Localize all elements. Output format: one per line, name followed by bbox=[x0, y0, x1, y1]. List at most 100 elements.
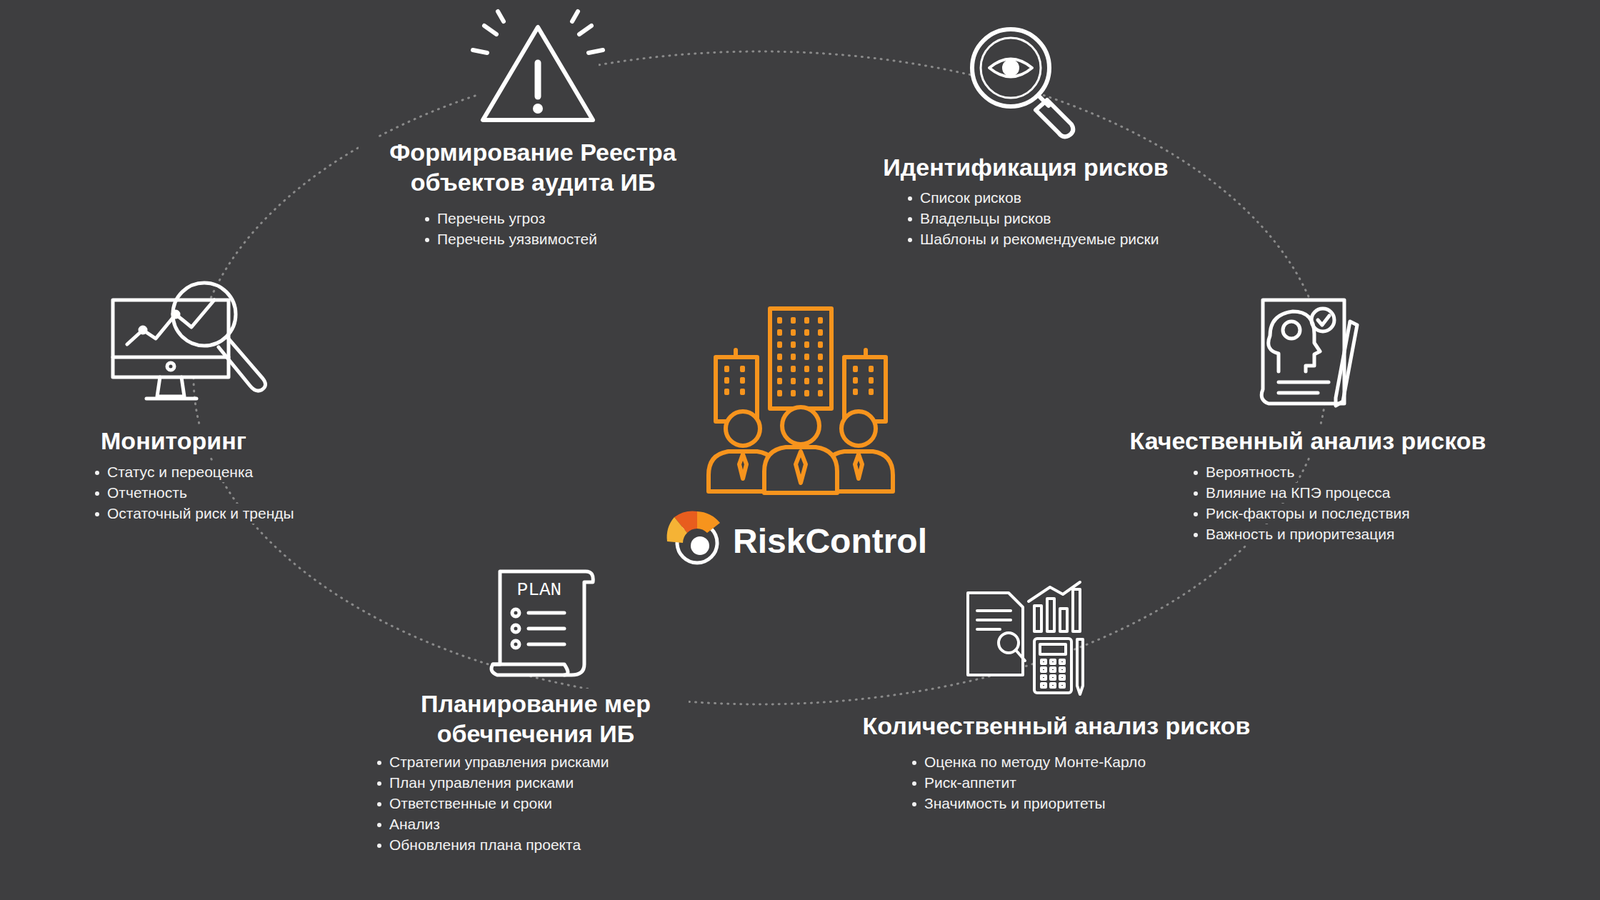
stage-heading: Мониторинг bbox=[97, 425, 250, 456]
calculator-key bbox=[1060, 675, 1065, 680]
stage-block: Качественный анализ рисковВероятностьВли… bbox=[1127, 425, 1490, 545]
warning-icon bbox=[472, 11, 603, 128]
bullet-dot bbox=[907, 237, 913, 243]
window bbox=[804, 365, 810, 373]
window bbox=[804, 353, 810, 360]
stage-heading: Качественный анализ рисков bbox=[1127, 425, 1490, 456]
bullet-dot bbox=[1193, 532, 1198, 538]
logo-mark bbox=[667, 511, 720, 563]
bullet-item: Важность и приоритезация bbox=[1190, 524, 1398, 545]
bullet-item: Перечень уязвимостей bbox=[421, 229, 600, 250]
window bbox=[777, 341, 783, 348]
window bbox=[852, 377, 858, 384]
analysis-document-icon bbox=[1261, 300, 1358, 406]
window bbox=[777, 390, 783, 397]
bullet-dot bbox=[425, 237, 430, 243]
window bbox=[852, 388, 858, 395]
company-icon bbox=[708, 308, 893, 493]
window bbox=[868, 388, 874, 395]
bullet-item: Вероятность bbox=[1190, 462, 1298, 483]
plan-scroll-icon bbox=[491, 571, 593, 675]
calculator-key bbox=[1060, 683, 1065, 688]
bullet-item: Значимость и приоритеты bbox=[908, 793, 1109, 814]
calculator-key bbox=[1041, 667, 1046, 672]
bullet-item: Шаблоны и рекомендуемые риски bbox=[904, 229, 1163, 250]
window bbox=[790, 341, 796, 348]
window bbox=[804, 390, 810, 397]
calculator-key bbox=[1050, 667, 1055, 672]
window bbox=[852, 365, 858, 373]
bullet-item: Риск-факторы и последствия bbox=[1190, 503, 1413, 524]
bullet-item: Остаточный риск и тренды bbox=[91, 503, 298, 524]
bullet-dot bbox=[377, 760, 382, 765]
bullet-dot bbox=[1193, 512, 1198, 517]
calculator-key bbox=[1060, 667, 1065, 672]
bullet-item: Ответственные и сроки bbox=[373, 793, 555, 814]
window bbox=[777, 377, 783, 385]
bullet-item: Стратегии управления рисками bbox=[373, 752, 612, 773]
bullet-dot bbox=[377, 781, 382, 786]
window bbox=[804, 377, 810, 385]
bullet-item: Владельцы рисков bbox=[904, 208, 1055, 229]
calculator-key bbox=[1050, 683, 1055, 688]
bullet-dot bbox=[1193, 470, 1198, 475]
bullet-item: Риск-аппетит bbox=[908, 772, 1020, 793]
window bbox=[777, 365, 783, 373]
window bbox=[817, 329, 823, 336]
window bbox=[790, 390, 796, 397]
calculator-key bbox=[1060, 660, 1065, 664]
stage-block: МониторингСтатус и переоценкаОтчетностьО… bbox=[91, 425, 298, 524]
cycle-ellipse bbox=[193, 51, 1327, 705]
bullet-item: Анализ bbox=[373, 814, 443, 835]
bullet-dot bbox=[377, 843, 382, 848]
window bbox=[868, 365, 874, 373]
window bbox=[777, 317, 783, 324]
bullet-dot bbox=[912, 781, 917, 786]
window bbox=[817, 353, 823, 360]
stage-heading: Формирование Реестра объектов аудита ИБ bbox=[358, 137, 708, 198]
bullet-dot bbox=[1193, 491, 1198, 496]
search-eye-icon bbox=[972, 29, 1073, 137]
window bbox=[777, 329, 783, 336]
window bbox=[724, 365, 730, 373]
window bbox=[817, 390, 823, 397]
bullet-dot bbox=[95, 512, 100, 517]
stage-block: Планирование мер обечпечения ИБ Стратегии… bbox=[373, 688, 689, 855]
bullet-item: Оценка по методу Монте-Карло bbox=[908, 752, 1149, 773]
stage-heading: Идентификация рисков bbox=[880, 152, 1172, 183]
bullet-item: Отчетность bbox=[91, 482, 190, 503]
window bbox=[740, 388, 745, 395]
window bbox=[817, 341, 823, 348]
window bbox=[740, 377, 745, 384]
window bbox=[804, 341, 810, 348]
window bbox=[817, 317, 823, 324]
window bbox=[817, 377, 823, 385]
calculator-key bbox=[1041, 683, 1046, 688]
stage-heading: Планирование мер обечпечения ИБ bbox=[382, 688, 689, 749]
window bbox=[804, 329, 810, 336]
window bbox=[817, 365, 823, 373]
brand-name: RiskControl bbox=[732, 522, 928, 561]
window bbox=[777, 353, 783, 360]
bullet-dot bbox=[907, 217, 913, 222]
window bbox=[790, 317, 796, 324]
stage-heading: Количественный анализ рисков bbox=[860, 710, 1254, 741]
calculator-key bbox=[1050, 675, 1055, 680]
bullet-item: Перечень угроз bbox=[421, 208, 548, 229]
stage-block: Формирование Реестра объектов аудита ИБ П… bbox=[358, 137, 708, 250]
bullet-item: Статус и переоценка bbox=[91, 462, 256, 483]
window bbox=[724, 388, 730, 395]
stage-block: Идентификация рисковСписок рисковВладель… bbox=[880, 152, 1172, 250]
bullet-dot bbox=[95, 491, 100, 496]
bullet-dot bbox=[377, 822, 382, 828]
bullet-dot bbox=[95, 470, 100, 475]
window bbox=[804, 317, 810, 324]
monitor-icon bbox=[112, 282, 266, 399]
window bbox=[740, 365, 745, 373]
calculation-icon bbox=[967, 582, 1083, 695]
calculator-key bbox=[1041, 675, 1046, 680]
bullet-item: Влияние на КПЭ процесса bbox=[1190, 482, 1393, 503]
stage-block: Количественный анализ рисковОценка по ме… bbox=[860, 710, 1254, 814]
window bbox=[790, 329, 796, 336]
bullet-dot bbox=[912, 802, 917, 807]
